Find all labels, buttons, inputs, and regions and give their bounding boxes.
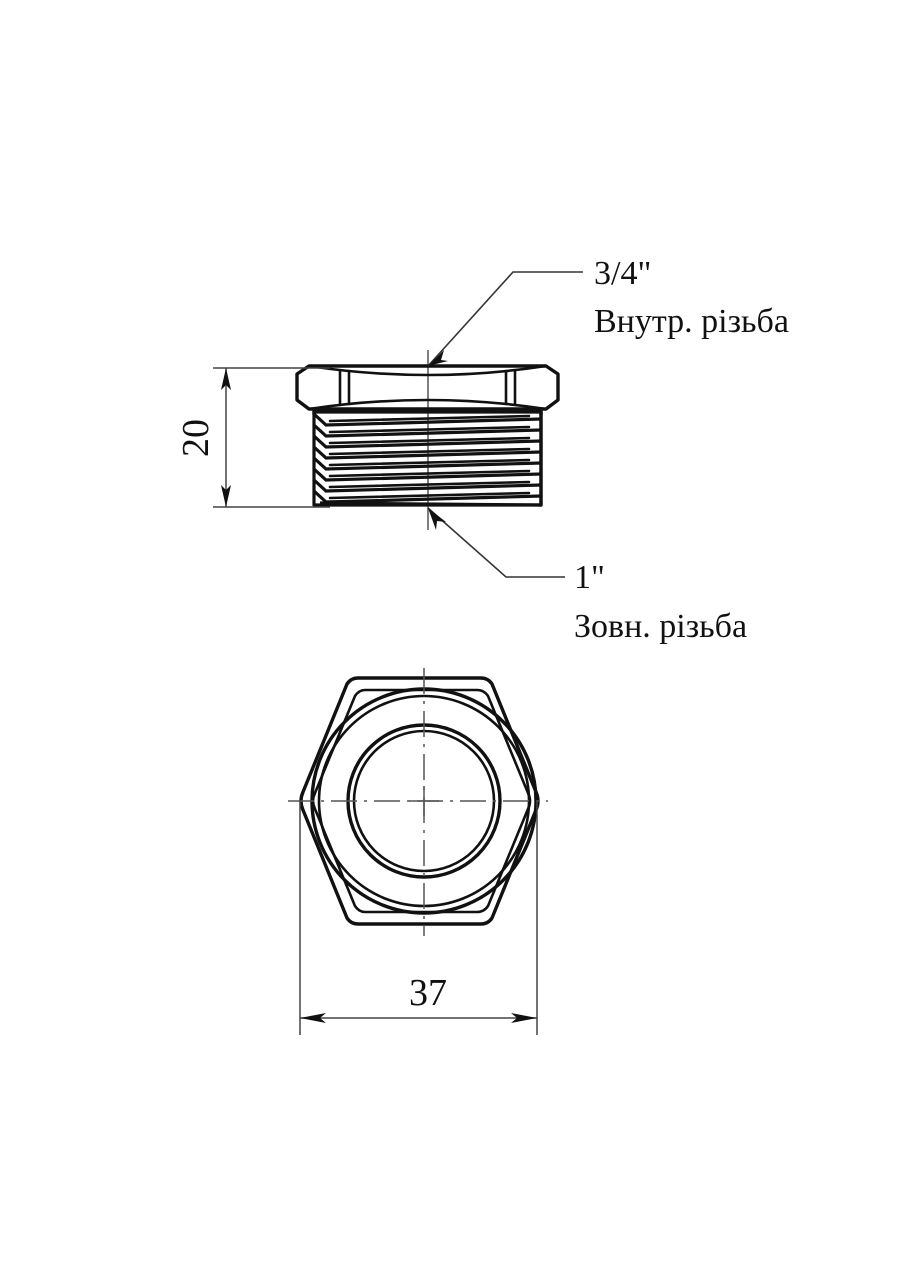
top-callout-size: 3/4" (594, 255, 651, 292)
bottom-callout-leader-line (427, 507, 565, 578)
top-callout-thread-type: Внутр. різьба (594, 303, 789, 340)
hexagon-chamfer-outline (311, 688, 532, 914)
thread-profile-lines (312, 412, 542, 507)
width-dimension-value: 37 (409, 972, 447, 1014)
width-arrow-right (511, 1013, 537, 1023)
height-arrow-bottom (221, 485, 231, 507)
bottom-callout-size: 1" (574, 559, 605, 596)
front-end-view (288, 668, 548, 936)
hexagon-outline (299, 676, 540, 926)
width-dimension-37: 37 (299, 800, 538, 1035)
height-dimension-value: 20 (175, 419, 217, 457)
hex-head-bottom-chamfer-arc (307, 398, 548, 411)
bottom-callout-thread-type: Зовн. різьба (574, 608, 747, 645)
width-arrow-left (300, 1013, 326, 1023)
top-callout-arrowhead (428, 350, 448, 366)
height-dimension-20: 20 (175, 367, 330, 508)
hex-head-top-chamfer-arc (307, 364, 548, 377)
bottom-callout: 1" Зовн. різьба (427, 507, 747, 645)
height-arrow-top (221, 368, 231, 390)
hex-head-outline (295, 364, 560, 411)
top-callout: 3/4" Внутр. різьба (427, 255, 789, 367)
top-callout-leader-line (427, 271, 583, 367)
bottom-callout-arrowhead (428, 508, 446, 530)
thread-root-lines (328, 414, 531, 500)
side-elevation-view (295, 350, 560, 530)
